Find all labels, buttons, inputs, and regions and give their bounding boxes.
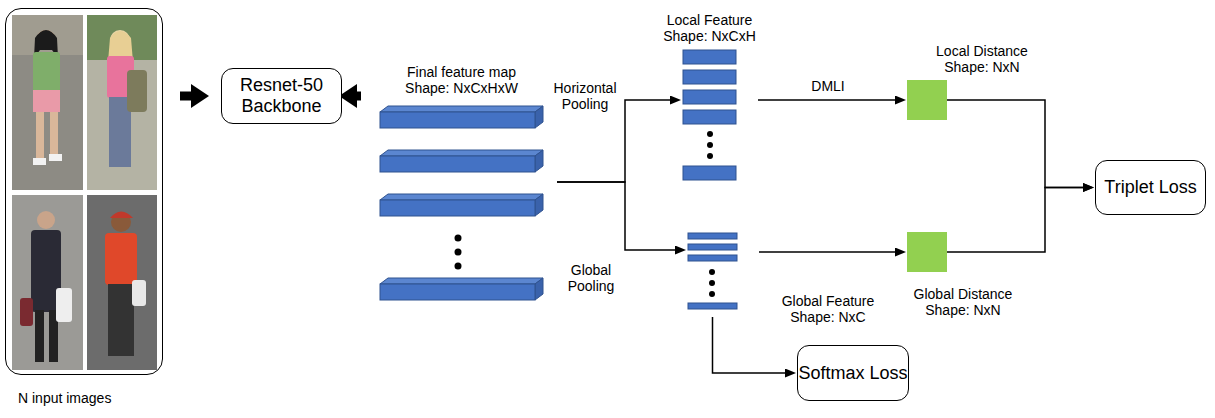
feature-map-stack — [535, 106, 543, 128]
feature-map-stack — [380, 278, 543, 284]
block-arrow — [357, 92, 361, 101]
feature-map-stack — [380, 106, 543, 112]
ellipsis-dots — [455, 235, 462, 270]
ellipsis-dots — [709, 280, 715, 286]
local-feature-stack — [683, 70, 736, 84]
feature-map-stack — [380, 106, 543, 300]
feature-map-stack — [380, 156, 535, 172]
person-photo — [12, 15, 83, 190]
person-photo — [12, 15, 83, 190]
person-photo — [36, 112, 44, 160]
ellipsis-dots — [707, 153, 713, 159]
node-heading: Global Feature Shape: NxC — [775, 293, 881, 325]
node-heading: Global Distance Shape: NxN — [907, 286, 1019, 318]
process-box: Resnet-50 Backbone — [221, 68, 342, 124]
global-feature-stack — [688, 233, 737, 239]
feature-map-stack — [380, 194, 543, 200]
edge-label: Global Pooling — [560, 262, 622, 294]
person-photo — [35, 310, 44, 362]
ellipsis-dots — [709, 269, 715, 275]
person-photo — [33, 52, 60, 92]
person-photo — [87, 195, 157, 370]
person-photo — [56, 288, 72, 322]
local-feature-stack — [683, 110, 736, 124]
person-photo — [33, 158, 46, 165]
person-photo — [50, 112, 58, 156]
loss-box: Triplet Loss — [1095, 160, 1206, 215]
person-photo — [108, 284, 134, 356]
block-arrow — [180, 92, 191, 101]
local-feature-stack — [683, 50, 736, 64]
node-label: Softmax Loss — [798, 363, 907, 384]
image-panel: N input images — [5, 8, 163, 375]
edge-label: DMLI — [800, 78, 856, 94]
arrow-connector — [557, 182, 675, 250]
feature-map-stack — [535, 278, 543, 300]
feature-map: Final feature map Shape: NxCxHxW — [380, 106, 543, 300]
ellipsis-dots — [707, 142, 713, 148]
person-photo — [33, 90, 60, 112]
loss-box: Softmax Loss — [797, 345, 909, 401]
arrow-connector — [947, 100, 1083, 188]
node-label: Triplet Loss — [1104, 177, 1196, 198]
feature-map-stack — [535, 194, 543, 216]
person-photo — [87, 15, 157, 190]
global-feature-stack — [688, 303, 737, 309]
arrow-connector — [557, 100, 670, 182]
person-photo — [87, 195, 157, 370]
arrow-connector — [758, 99, 895, 101]
arrow-connector — [713, 317, 786, 373]
person-photo — [105, 233, 137, 285]
person-photo — [110, 212, 133, 219]
ellipsis-dots — [709, 291, 715, 297]
global-feature-stack — [688, 255, 737, 261]
global-feature-stack — [688, 233, 737, 309]
local-feature-stack — [683, 50, 736, 180]
arrow-connector — [947, 188, 1083, 253]
ellipsis-dots — [709, 269, 715, 297]
ellipsis-dots — [455, 263, 462, 270]
global-feature: Global Feature Shape: NxC — [688, 233, 737, 309]
node-heading: Local Distance Shape: NxN — [929, 43, 1035, 75]
person-photo — [127, 70, 147, 112]
global-feature-stack — [688, 244, 737, 250]
arrow-connector — [759, 251, 895, 253]
person-photo — [37, 211, 55, 229]
node-heading: Local Feature Shape: NxCxH — [659, 12, 761, 44]
feature-map-stack — [380, 150, 543, 156]
node-heading: Final feature map Shape: NxCxHxW — [387, 64, 537, 96]
person-photo — [12, 195, 83, 370]
node-label: Resnet-50 Backbone — [222, 75, 341, 117]
local-feature-stack — [683, 166, 736, 180]
ellipsis-dots — [455, 249, 462, 256]
person-photo — [12, 195, 83, 370]
person-photo — [87, 15, 157, 190]
distance-matrix: Local Distance Shape: NxN — [907, 80, 947, 120]
feature-map-stack — [380, 112, 535, 128]
local-feature-stack — [683, 90, 736, 104]
person-photo — [20, 298, 33, 326]
node-heading: N input images — [18, 390, 158, 406]
feature-map-stack — [380, 200, 535, 216]
edge-label: Horizontal Pooling — [548, 80, 622, 112]
distance-matrix: Global Distance Shape: NxN — [907, 232, 947, 272]
local-feature: Local Feature Shape: NxCxH — [683, 50, 736, 180]
person-photo — [49, 154, 62, 161]
ellipsis-dots — [707, 131, 713, 137]
feature-map-stack — [380, 284, 535, 300]
person-photo — [132, 280, 146, 306]
ellipsis-dots — [455, 235, 462, 242]
feature-map-stack — [535, 150, 543, 172]
ellipsis-dots — [707, 131, 713, 159]
